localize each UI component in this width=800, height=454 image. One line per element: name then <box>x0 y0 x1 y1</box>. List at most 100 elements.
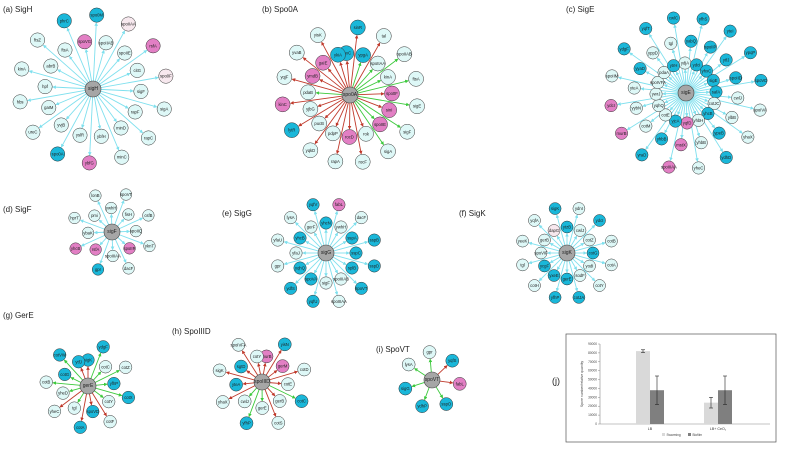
network-edge <box>573 242 585 250</box>
node-circle <box>304 220 318 234</box>
network-edge <box>352 101 364 127</box>
node-label: ybfG <box>85 160 94 165</box>
node-circle <box>409 98 425 114</box>
network-node: cotX <box>121 390 135 405</box>
node-circle <box>25 124 41 140</box>
network-node: yvaB <box>289 44 305 61</box>
network-node: spoVG <box>77 34 93 50</box>
network-edge <box>350 102 363 155</box>
node-label: pdpP <box>328 131 338 136</box>
node-circle <box>629 101 643 115</box>
network-node: spoIIIAA <box>105 249 121 263</box>
node-circle <box>255 401 270 415</box>
network-node: minD <box>113 120 129 136</box>
node-circle <box>81 155 97 171</box>
node-circle <box>376 28 392 44</box>
network-spoiiid: murByisNgerMcotDcotEcotCgerBcotSgerEyfhP… <box>212 337 311 430</box>
node-circle <box>690 58 703 72</box>
node-circle <box>229 377 243 392</box>
node-circle <box>86 405 100 419</box>
node-label: spoIIP <box>704 45 716 50</box>
node-label: yheC <box>50 409 60 414</box>
node-label: cotA <box>76 425 85 430</box>
network-edge <box>38 93 88 129</box>
hub-label: sigF <box>107 229 116 235</box>
network-edge <box>114 238 127 264</box>
network-node: lysA <box>401 357 416 372</box>
bar <box>650 390 664 424</box>
network-edge <box>333 254 369 266</box>
network-edge <box>313 210 325 246</box>
node-label: yodI <box>586 264 594 269</box>
network-node: pucB <box>311 115 327 132</box>
network-edge <box>98 93 144 134</box>
network-edge <box>298 98 344 127</box>
node-circle <box>534 246 548 260</box>
node-label: cotC <box>297 399 306 404</box>
node-circle <box>123 242 136 255</box>
node-circle <box>692 161 705 175</box>
network-node: yfaJ <box>289 246 303 260</box>
network-edge <box>79 219 106 230</box>
network-edge <box>617 93 679 106</box>
network-node: spoIIAB <box>98 35 114 51</box>
network-edge <box>94 49 105 82</box>
node-label: yhcB <box>703 111 713 116</box>
network-node: safA <box>709 85 723 99</box>
network-edge <box>555 260 566 292</box>
network-edge <box>353 100 384 146</box>
network-edge <box>98 49 148 85</box>
node-circle <box>142 209 155 222</box>
node-label: ymdB <box>307 73 318 78</box>
network-edge <box>568 260 579 292</box>
node-label: hbs <box>17 99 24 104</box>
node-label: spoIIIAA <box>661 165 677 170</box>
node-label: sspC <box>351 251 361 256</box>
network-edge <box>99 238 110 265</box>
legend-swatch <box>662 433 665 436</box>
node-label: sigF <box>322 281 330 286</box>
network-node: yisN <box>278 337 292 352</box>
node-circle <box>381 102 397 118</box>
network-edge <box>689 99 724 153</box>
node-circle <box>81 226 95 239</box>
node-circle <box>355 47 371 63</box>
network-node: sinR <box>350 19 366 36</box>
network-edge <box>264 388 277 417</box>
node-circle <box>664 36 678 50</box>
panel-title-sigg: (e) SigG <box>222 209 252 218</box>
node-label: spo0M <box>90 13 103 18</box>
bar <box>704 402 718 424</box>
network-node: yhbB <box>655 132 669 146</box>
network-edge <box>339 61 349 88</box>
node-label: yfaU <box>273 238 282 243</box>
network-node: mstX <box>674 138 688 152</box>
network-node: hpf <box>37 79 53 95</box>
node-circle <box>744 46 757 60</box>
node-circle <box>528 214 541 227</box>
node-label: cotY <box>253 354 262 359</box>
node-label: mstX <box>676 142 686 147</box>
node-label: spoIIAB <box>397 52 412 57</box>
node-label: yfaJ <box>292 251 300 256</box>
node-circle <box>58 367 72 381</box>
node-circle <box>50 146 66 162</box>
hub-label: sigH <box>88 86 98 92</box>
network-node: cotF <box>103 415 117 429</box>
network-edge <box>95 382 108 387</box>
node-label: tgl <box>72 406 76 411</box>
y-tick-label: 30000 <box>588 395 597 399</box>
network-node: gpr <box>271 259 285 273</box>
network-edge <box>95 95 120 151</box>
network-edge <box>66 27 91 83</box>
node-label: sinR <box>354 25 362 30</box>
node-label: ydcI <box>607 103 615 108</box>
network-node: spoVT <box>120 188 132 201</box>
node-label: spoIIQ <box>130 229 143 234</box>
network-edge <box>329 232 338 247</box>
network-node: sigK <box>548 202 562 215</box>
node-label: yhcB <box>295 236 305 241</box>
network-edge <box>248 388 260 418</box>
node-circle <box>349 246 363 260</box>
